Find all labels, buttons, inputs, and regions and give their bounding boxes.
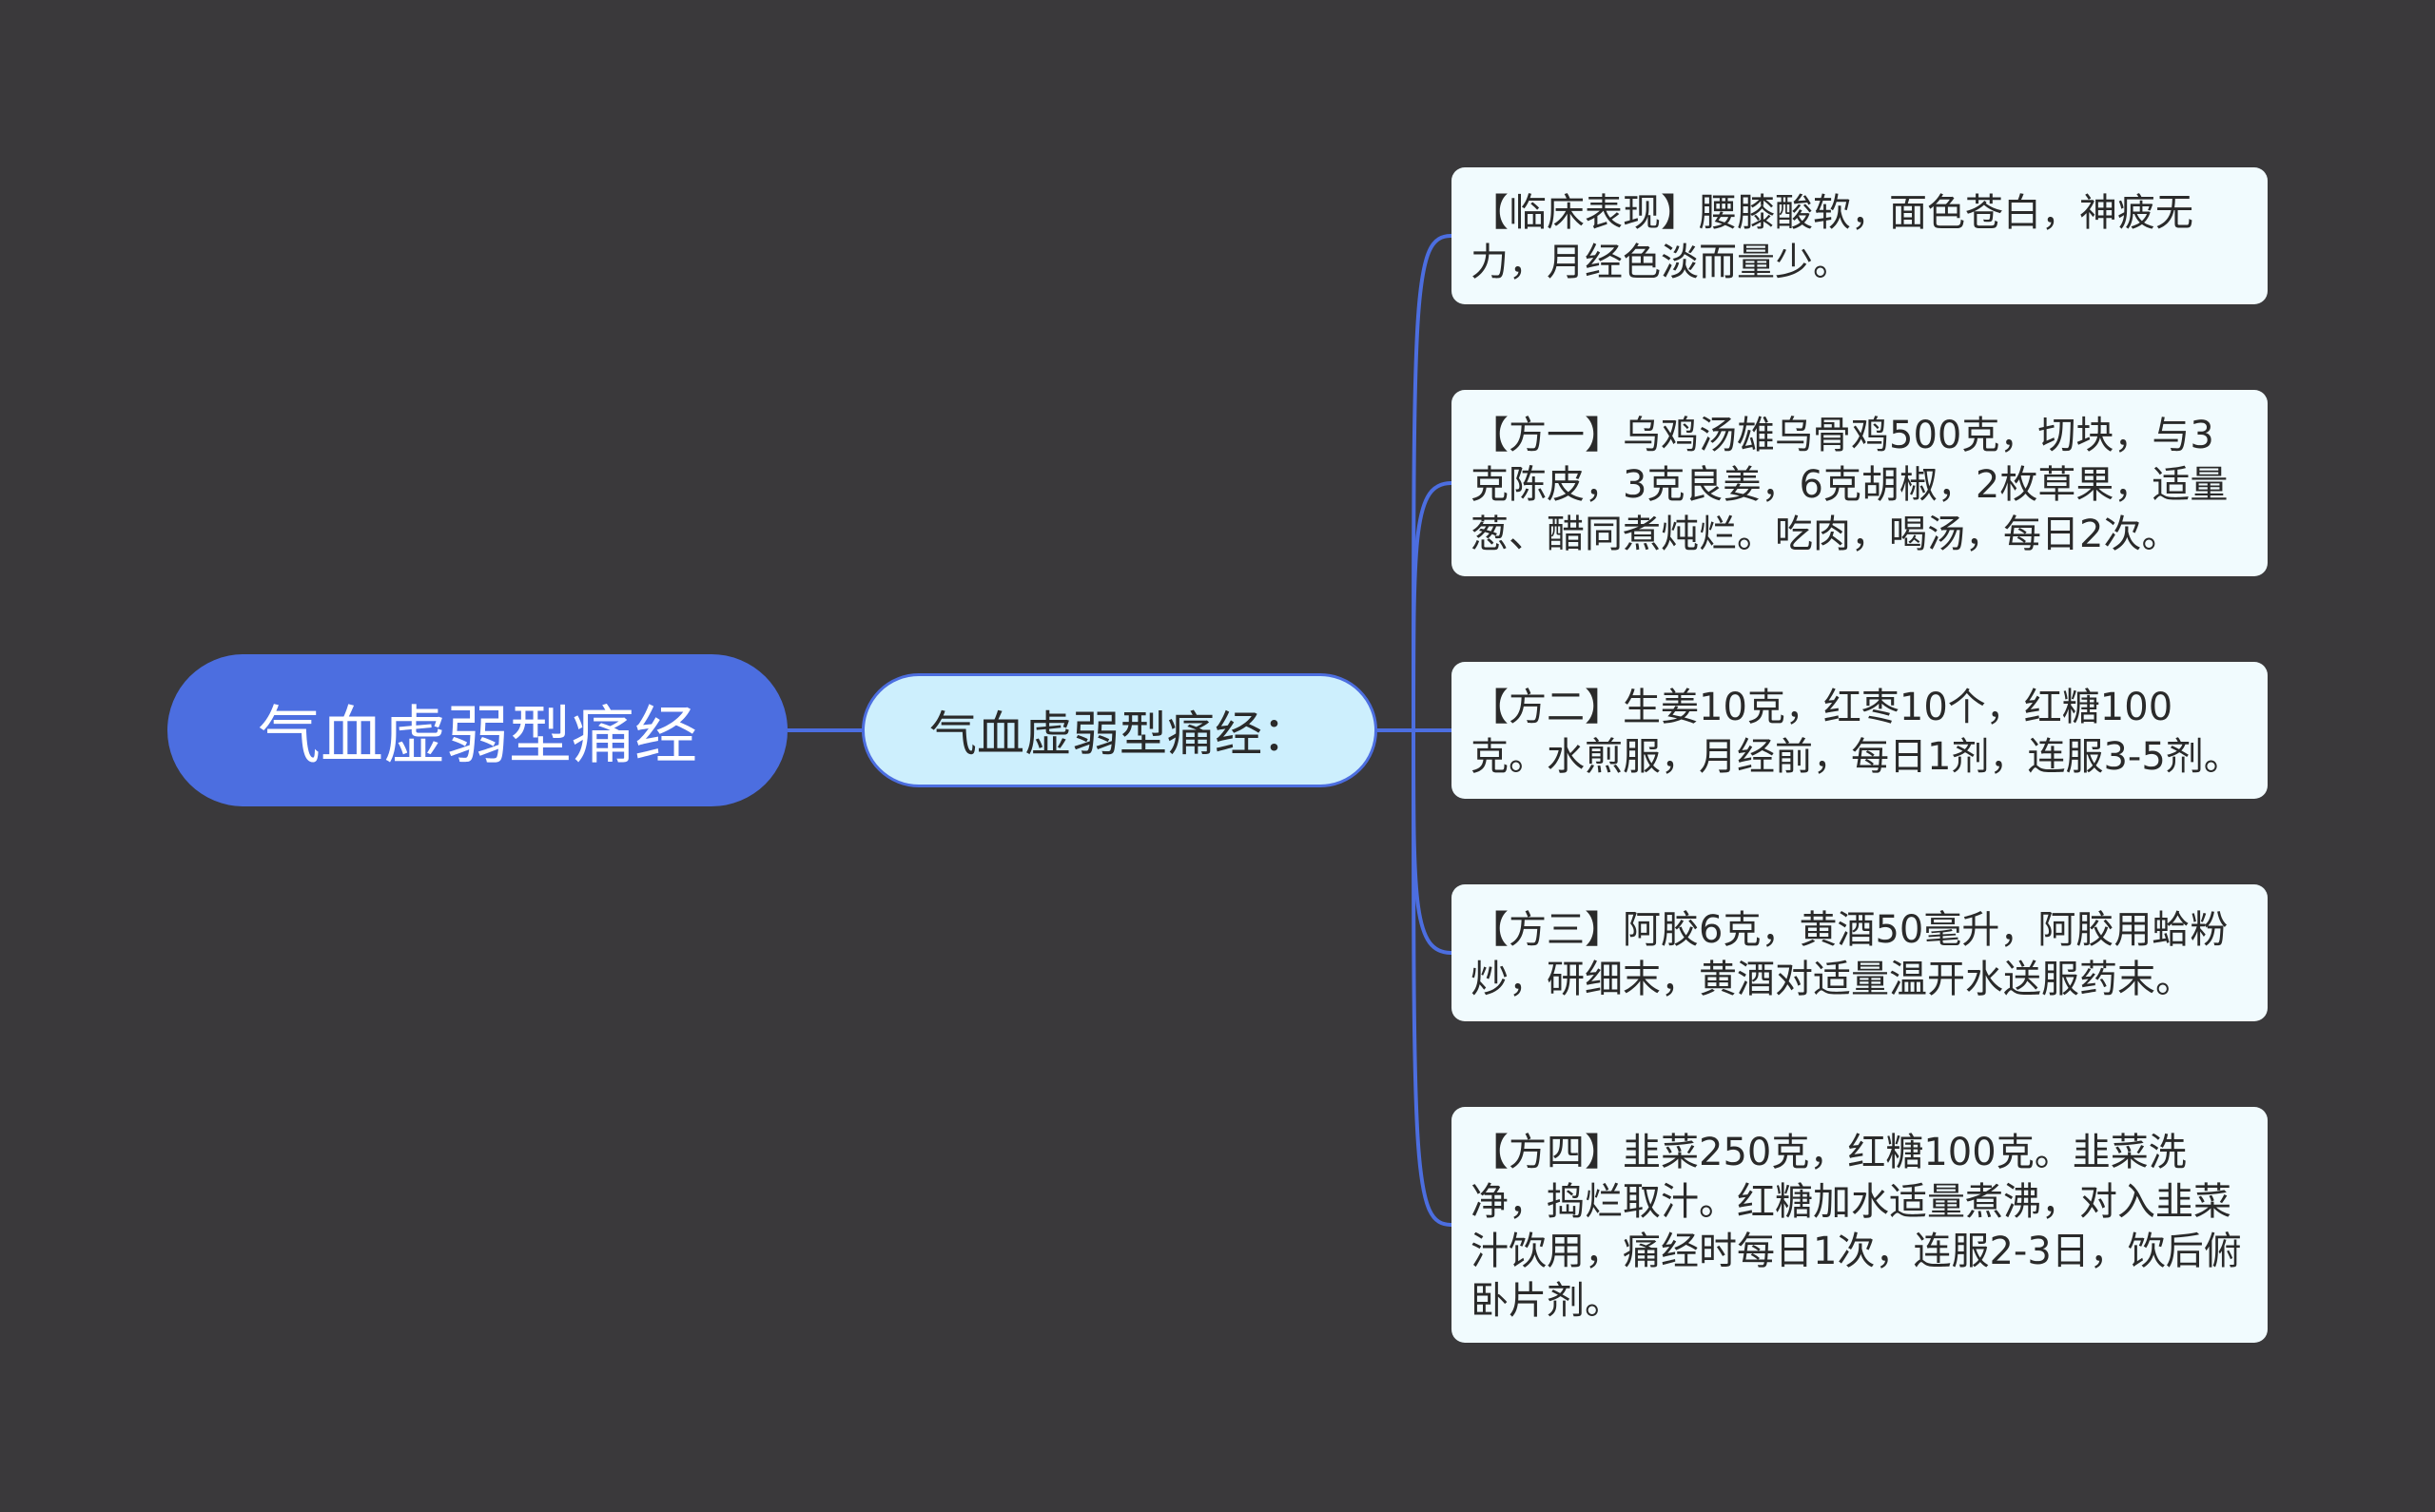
leaf-connector-3 xyxy=(1412,729,1452,955)
leaf-node-text: 【方一】乌鸡汤雄乌骨鸡500克，切块，与3克陈皮，3克良姜，6克胡椒，2枚草果，… xyxy=(1471,414,2229,556)
leaf-node-recipe-3[interactable]: 【方三】阿胶6克，黄酒50毫升，阿胶用蛤粉炒，研细末，黄酒对适量温开水送服药末。 xyxy=(1451,884,2268,1021)
branch-node[interactable]: 气血虚弱型痛经： xyxy=(862,673,1377,787)
leaf-node-text: 【方四】韭菜250克，红糖100克。韭菜洗净，捣烂取汁。红糖加水适量煮沸，对入韭… xyxy=(1471,1131,2242,1323)
leaf-node-text: 【临床表现】腰膝酸软，面色苍白，神疲无力，月经色淡而量少。 xyxy=(1471,191,2193,284)
leaf-connector-4 xyxy=(1412,729,1452,1227)
root-node-label: 气血虚弱型痛经 xyxy=(258,699,697,772)
leaf-node-recipe-4[interactable]: 【方四】韭菜250克，红糖100克。韭菜洗净，捣烂取汁。红糖加水适量煮沸，对入韭… xyxy=(1451,1107,2268,1343)
leaf-connector-1 xyxy=(1412,481,1452,731)
leaf-node-text: 【方二】生姜10克，红枣10个，红糖100克。水煎服，月经前，每日1剂，连服3-… xyxy=(1471,686,2242,779)
leaf-node-clinical[interactable]: 【临床表现】腰膝酸软，面色苍白，神疲无力，月经色淡而量少。 xyxy=(1451,167,2268,304)
branch-node-label: 气血虚弱型痛经： xyxy=(929,707,1310,762)
root-node[interactable]: 气血虚弱型痛经 xyxy=(167,654,788,806)
leaf-node-recipe-1[interactable]: 【方一】乌鸡汤雄乌骨鸡500克，切块，与3克陈皮，3克良姜，6克胡椒，2枚草果，… xyxy=(1451,390,2268,576)
leaf-node-recipe-2[interactable]: 【方二】生姜10克，红枣10个，红糖100克。水煎服，月经前，每日1剂，连服3-… xyxy=(1451,662,2268,799)
leaf-node-text: 【方三】阿胶6克，黄酒50毫升，阿胶用蛤粉炒，研细末，黄酒对适量温开水送服药末。 xyxy=(1471,908,2229,1001)
